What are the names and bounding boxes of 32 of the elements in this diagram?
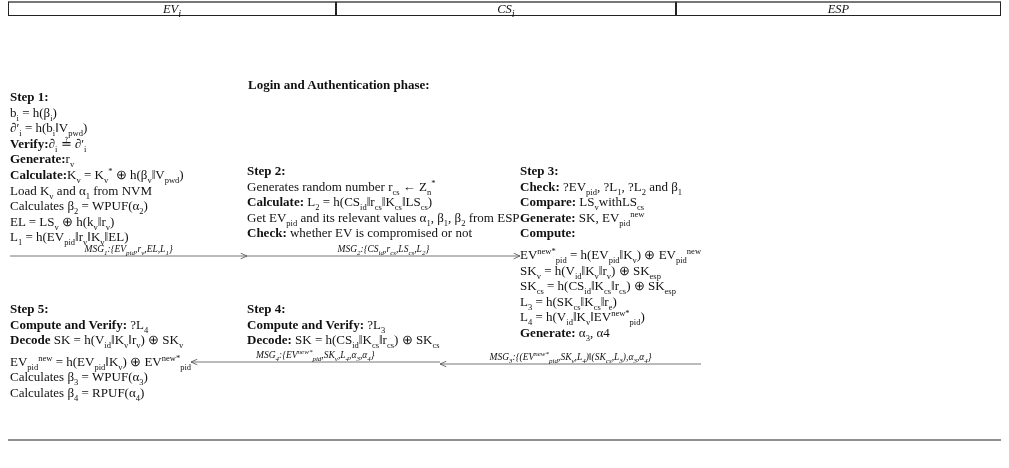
header-cell: CS$_{i}$ [336, 1, 676, 16]
formula-line: L$_{3}$ = h(SK$_{cs}$‖K$_{cs}$‖r$_{e}$) [520, 293, 617, 310]
step-heading: Step 2: [247, 163, 286, 179]
message-label: MSG$_{2}$:{CS$_{id}$,r$_{cs}$,LS$_{cs}$,L$_{2}$} [337, 244, 430, 254]
step-heading: Step 4: [247, 301, 286, 317]
message-label: MSG$_{4}$:{EV$^{new*}$$_{pid}$,SK$_{v}$,L$_{4}$,α$_{3}$,α$_{4}$} [256, 350, 375, 360]
formula-line: Calculate:K$_{v}$ = K$_{v}$$^{*}$ ⊕ h(β$_{v}$‖V$_{pwd}$) [10, 166, 184, 183]
formula-line: b$_{i}$ = h(β$_{i}$) [10, 104, 57, 121]
message-label: MSG$_{3}$:{(EV$^{new*}$$_{pid}$,SK$_{v}$,L$_{4}$)‖(SK$_{cs}$,L$_{3}$),α$_{3}$,α$_{4}$} [489, 352, 652, 362]
formula-line: Check: ?EV$_{pid}$, ?L$_{1}$, ?L$_{2}$ and β$_{1}$ [520, 178, 683, 195]
formula-line: Calculates β$_{2}$ = WPUF(α$_{2}$) [10, 198, 148, 214]
step-heading: Step 3: [520, 163, 559, 179]
formula-line: Get EV$_{pid}$ and its relevant values α$_{1}$, β$_{1}$, β$_{2}$ from ESP [247, 209, 520, 226]
formula-line: Compute: [520, 225, 576, 241]
header-cell: ESP [676, 1, 1001, 16]
formula-line: L$_{4}$ = h(V$_{id}$‖K$_{v}$‖EV$^{new*}$$_{pid}$) [520, 309, 645, 325]
formula-line: Decode SK = h(V$_{id}$‖K$_{v}$‖r$_{v}$) ⊕ SK$_{v}$ [10, 332, 184, 348]
phase-title: Login and Authentication phase: [248, 77, 430, 93]
formula-line: Compute and Verify: ?L$_{3}$ [247, 316, 386, 333]
formula-line: Calculate: L$_{2}$ = h(CS$_{id}$‖r$_{cs}$‖K$_{cs}$‖LS$_{cs}$) [247, 194, 433, 210]
formula-line: Decode: SK = h(CS$_{id}$‖K$_{cs}$‖r$_{cs}$) ⊕ SK$_{cs}$ [247, 332, 440, 348]
formula-line: EL = LS$_{v}$ ⊕ h(k$_{v}$‖r$_{v}$) [10, 213, 115, 230]
formula-line: Generate: α$_{3}$, α4 [520, 324, 610, 341]
formula-line: Load K$_{v}$ and α$_{1}$ from NVM [10, 182, 153, 199]
step-heading: Step 1: [10, 89, 49, 105]
step-heading: Step 5: [10, 301, 49, 317]
header-cell: EV$_{i}$ [8, 1, 336, 16]
formula-line: Calculates β$_{4}$ = RPUF(α$_{4}$) [10, 384, 145, 401]
formula-line: Generate:r$_{v}$ [10, 151, 75, 167]
formula-line: Compute and Verify: ?L$_{4}$ [10, 316, 149, 333]
formula-line: ∂′$_{i}$ = h(b$_{i}$‖V$_{pwd}$) [10, 120, 88, 136]
formula-line: L$_{1}$ = h(EV$_{pid}$‖r$_{v}$‖K$_{v}$‖EL) [10, 229, 129, 245]
